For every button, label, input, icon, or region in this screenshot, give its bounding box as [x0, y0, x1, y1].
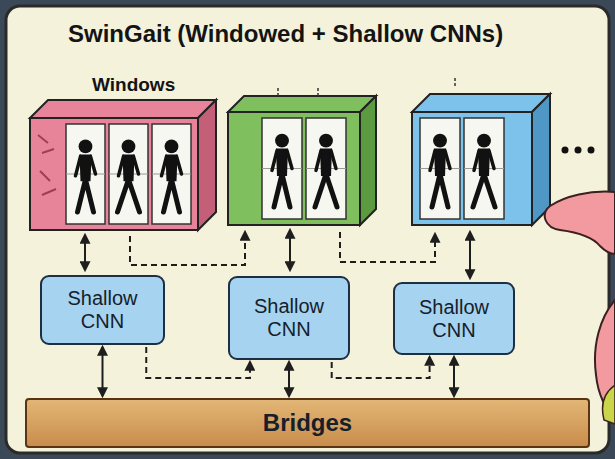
- tick-mark: [454, 78, 456, 86]
- box-side-face: [360, 96, 376, 225]
- box-top-face: [412, 94, 550, 112]
- walker-arms: [430, 151, 450, 171]
- walker-arms: [316, 151, 336, 171]
- walker-arms: [76, 156, 96, 175]
- box-side-face: [198, 100, 216, 230]
- window-cell: [109, 124, 148, 224]
- walker-legs: [432, 174, 448, 207]
- dashed-connector: [332, 357, 430, 378]
- box-top-face: [30, 100, 216, 118]
- glyph-marks: [38, 135, 56, 195]
- connector-arrow: [453, 357, 455, 396]
- window-cell: [306, 118, 346, 219]
- pointing-hand: [545, 192, 615, 254]
- window-arrow: [469, 232, 471, 278]
- walker-head: [477, 134, 491, 148]
- walker-head: [319, 134, 333, 148]
- walker-legs: [315, 174, 337, 207]
- box-front-face: [30, 118, 198, 230]
- node-text: Shallow CNN: [239, 295, 339, 341]
- ellipsis-dot: [588, 147, 595, 154]
- window-arrow: [289, 230, 291, 270]
- node-text: Shallow CNN: [53, 287, 153, 333]
- walker-legs: [78, 180, 94, 212]
- window-cell: [420, 118, 460, 219]
- walker-head: [165, 140, 179, 154]
- cnn-box: Shallow CNN: [40, 275, 165, 345]
- box-side-face: [532, 94, 550, 225]
- box-top-face: [228, 96, 376, 112]
- walker-head: [433, 134, 447, 148]
- diagram-title: SwinGait (Windowed + Shallow CNNs): [68, 20, 503, 48]
- tick-mark: [317, 88, 319, 96]
- walker-legs: [118, 180, 140, 212]
- window-cell: [262, 118, 302, 219]
- window-box: [412, 94, 550, 225]
- window-cell: [464, 118, 504, 219]
- cnn-box: Shallow CNN: [393, 282, 515, 355]
- tick-mark: [277, 88, 279, 96]
- character-shorts: [603, 385, 615, 424]
- section-label: Windows: [92, 74, 175, 96]
- panel: [6, 6, 609, 453]
- walker-legs: [274, 174, 290, 207]
- walker-head: [122, 140, 136, 154]
- box-front-face: [228, 112, 360, 225]
- bridges-plank: Bridges: [25, 398, 590, 448]
- walker-arms: [119, 156, 139, 175]
- connector-arrow: [102, 347, 104, 396]
- node-text: Shallow CNN: [404, 296, 504, 342]
- ellipsis-dot: [575, 147, 582, 154]
- ellipsis-dot: [562, 147, 569, 154]
- window-arrow: [84, 235, 86, 270]
- walker-arms: [162, 156, 182, 175]
- walker-head: [275, 134, 289, 148]
- window-box: [228, 96, 376, 225]
- walker-arms: [272, 151, 292, 171]
- dashed-link: [340, 232, 435, 262]
- walker-legs: [164, 180, 180, 212]
- window-box: [30, 100, 216, 230]
- walker-legs: [473, 174, 495, 207]
- box-front-face: [412, 112, 532, 225]
- walker-head: [79, 140, 93, 154]
- walker-arms: [474, 151, 494, 171]
- window-cell: [152, 124, 191, 224]
- connector-arrow: [288, 362, 290, 396]
- node-text: Bridges: [263, 409, 352, 437]
- cnn-box: Shallow CNN: [228, 276, 350, 360]
- dashed-link: [130, 232, 245, 265]
- window-cell: [66, 124, 105, 224]
